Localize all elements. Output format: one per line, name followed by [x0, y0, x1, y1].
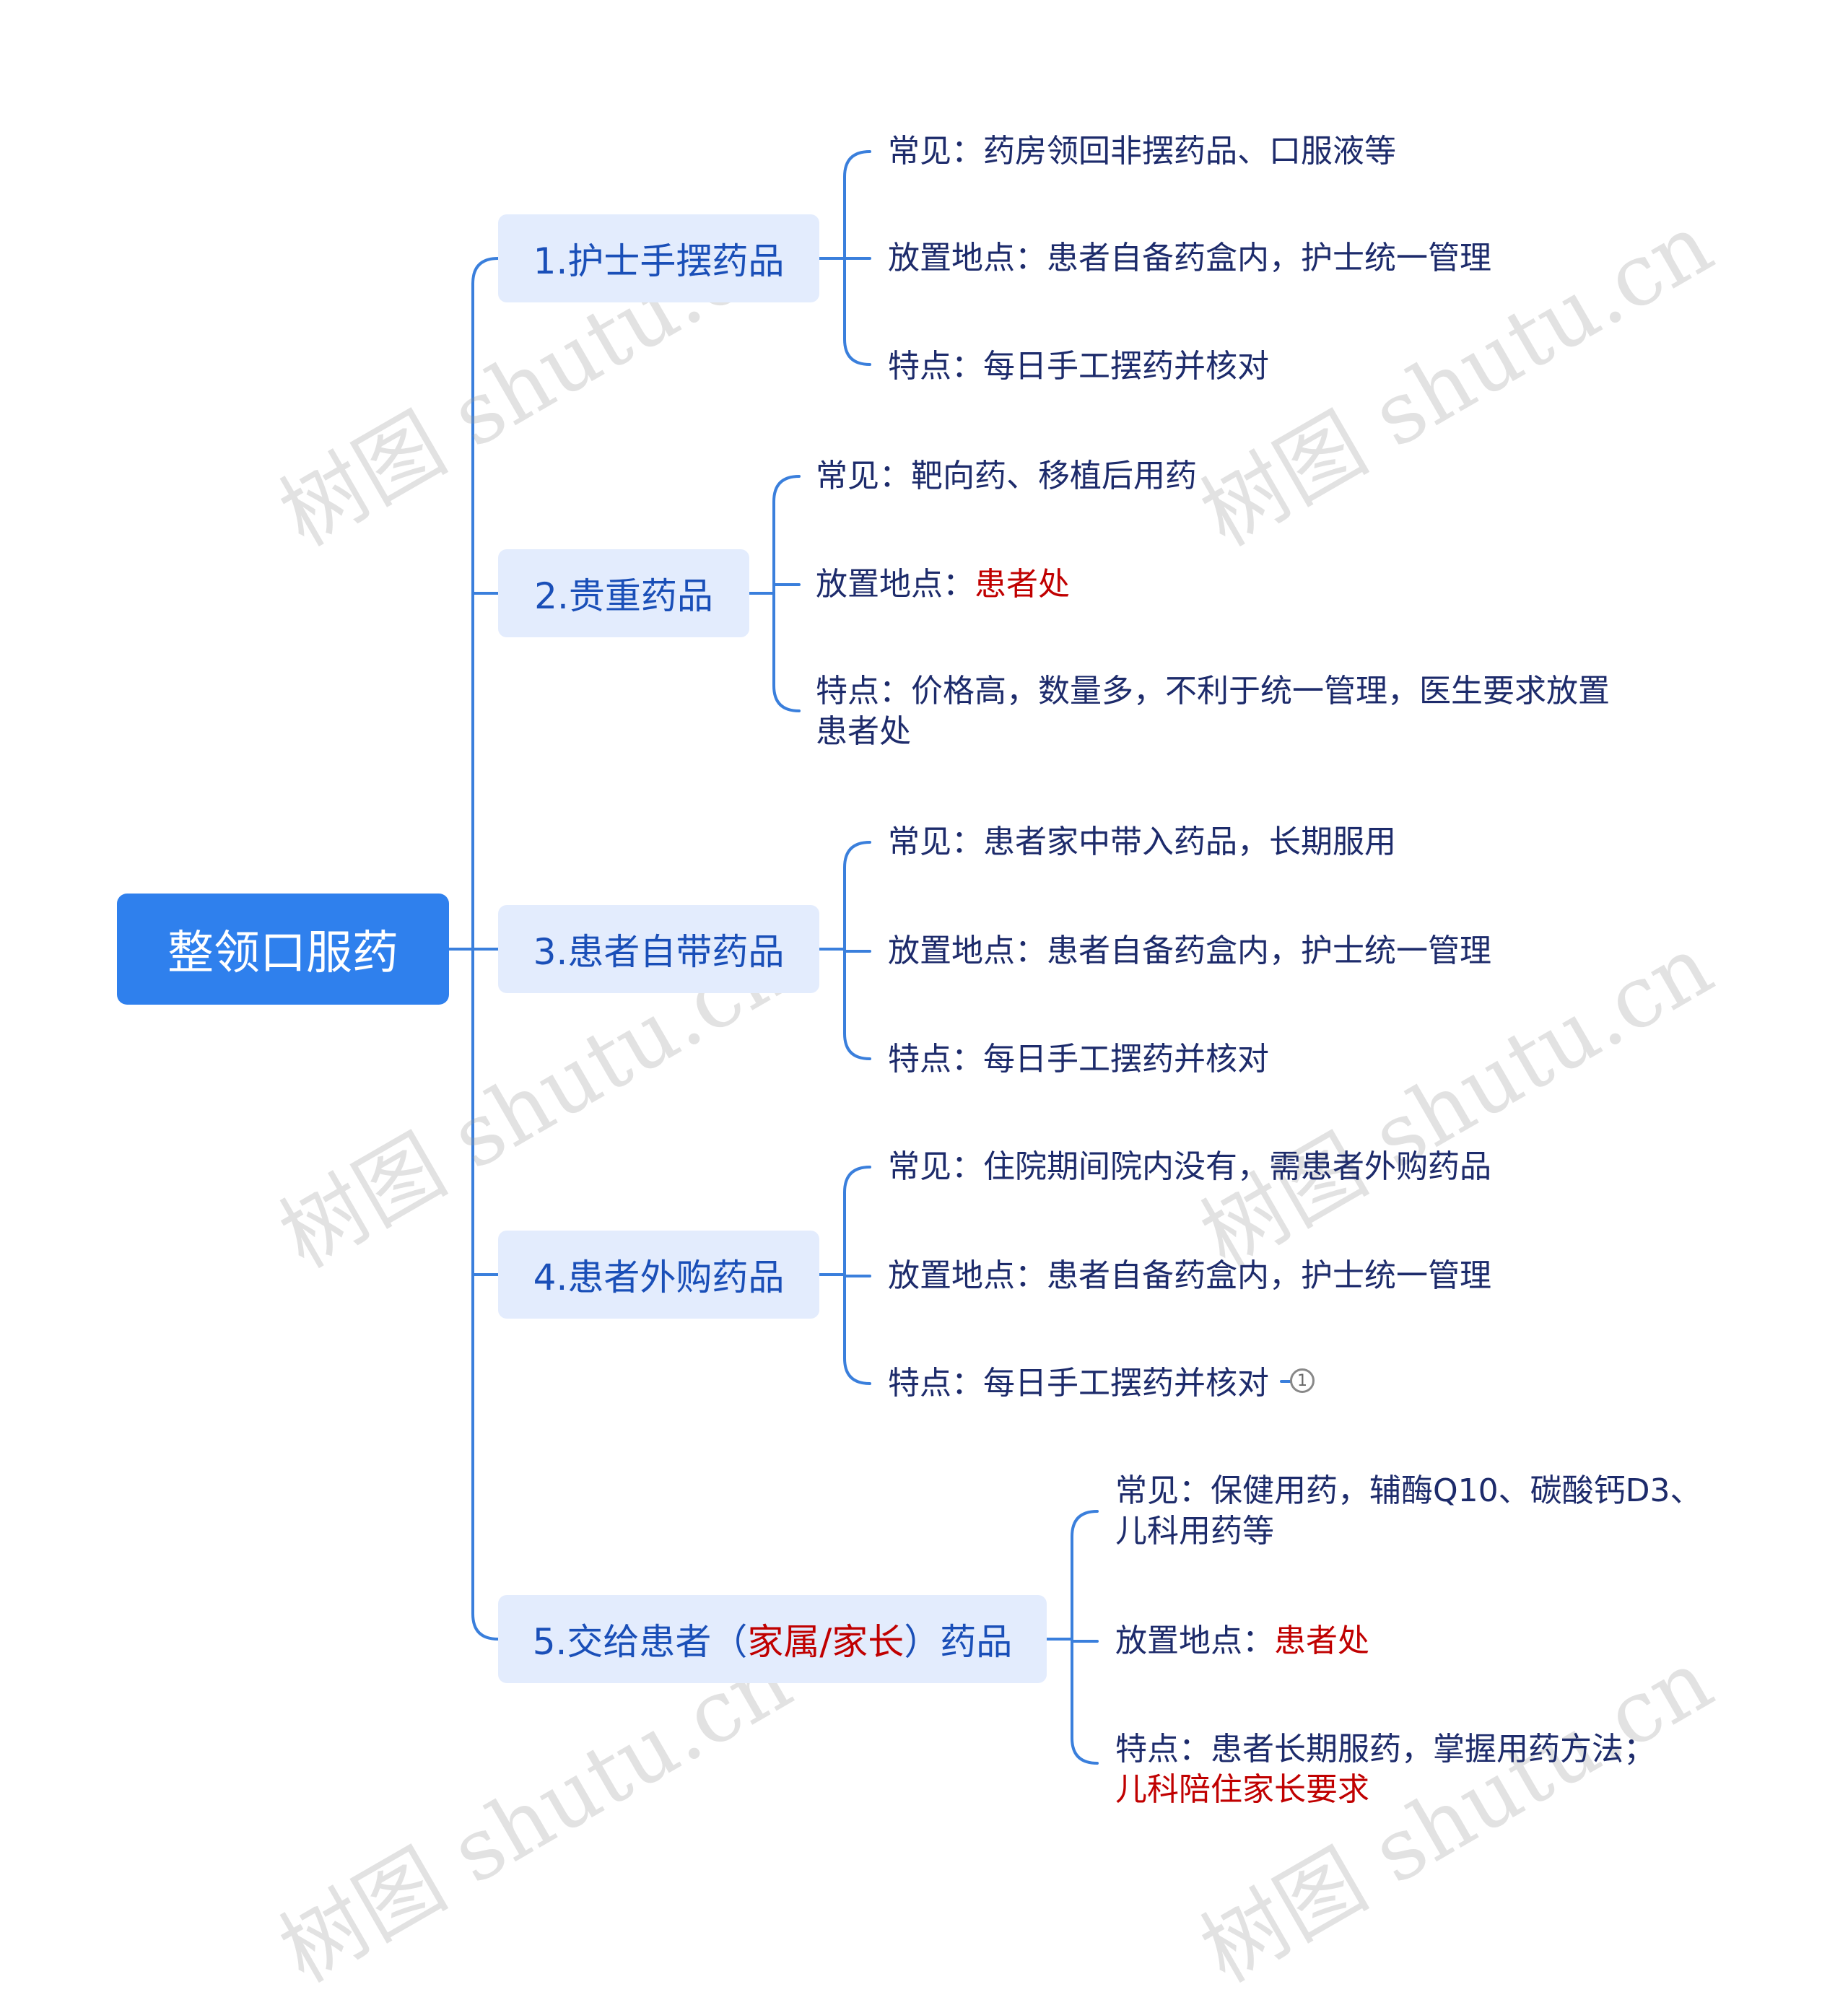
leaf-common[interactable]: 常见：患者家中带入药品，长期服用 — [888, 824, 1396, 860]
leaf-place-label: 放置地点： — [1115, 1622, 1274, 1659]
branch-label-highlight: 家属/家长 — [747, 1621, 905, 1663]
root-node-label: 整领口服药 — [167, 927, 398, 980]
leaf-place[interactable]: 放置地点：患者自备药盒内，护士统一管理 — [888, 932, 1491, 969]
leaf-feature-line1: 特点：患者长期服药，掌握用药方法； — [1115, 1731, 1655, 1768]
branch-node-4[interactable]: 4.患者外购药品 — [498, 1231, 819, 1319]
branch-label: 1.护士手摆药品 — [533, 240, 785, 282]
leaf-place-value: 患者处 — [1274, 1622, 1369, 1659]
leaf-common-line1: 常见：保健用药，辅酶Q10、碳酸钙D3、 — [1115, 1472, 1702, 1509]
branch-label-part2: ）药品 — [904, 1621, 1013, 1663]
branch-node-5[interactable]: 5.交给患者（家属/家长）药品 — [498, 1595, 1047, 1683]
leaf-place[interactable]: 放置地点：患者处 — [816, 564, 1070, 605]
collapse-count-badge[interactable]: 1 — [1290, 1368, 1315, 1393]
leaf-feature[interactable]: 特点：每日手工摆药并核对 — [888, 1365, 1269, 1402]
leaf-place-label: 放置地点： — [816, 566, 975, 603]
connector-lines — [448, 150, 1291, 1765]
root-node[interactable]: 整领口服药 — [117, 894, 449, 1005]
leaf-feature-line2: 儿科陪住家长要求 — [1115, 1771, 1369, 1808]
leaf-feature[interactable]: 特点：患者长期服药，掌握用药方法； 儿科陪住家长要求 — [1115, 1729, 1655, 1810]
branch-node-1[interactable]: 1.护士手摆药品 — [498, 214, 819, 302]
leaf-common[interactable]: 常见：住院期间院内没有，需患者外购药品 — [888, 1148, 1491, 1185]
leaf-feature-line1: 特点：价格高，数量多，不利于统一管理，医生要求放置 — [816, 673, 1610, 709]
leaf-place[interactable]: 放置地点：患者自备药盒内，护士统一管理 — [888, 1257, 1491, 1294]
leaf-place[interactable]: 放置地点：患者处 — [1115, 1621, 1369, 1661]
branch-label: 3.患者自带药品 — [533, 931, 785, 973]
leaf-feature[interactable]: 特点：每日手工摆药并核对 — [888, 1041, 1269, 1078]
branch-node-2[interactable]: 2.贵重药品 — [498, 549, 749, 637]
branch-label-part1: 5.交给患者（ — [532, 1621, 748, 1663]
leaf-feature[interactable]: 特点：每日手工摆药并核对 — [888, 348, 1269, 385]
leaf-common[interactable]: 常见：药房领回非摆药品、口服液等 — [888, 133, 1396, 170]
leaf-place[interactable]: 放置地点：患者自备药盒内，护士统一管理 — [888, 240, 1491, 276]
branch-node-3[interactable]: 3.患者自带药品 — [498, 905, 819, 993]
leaf-common-line2: 儿科用药等 — [1115, 1513, 1274, 1550]
branch-label: 2.贵重药品 — [534, 575, 713, 617]
leaf-place-value: 患者处 — [975, 566, 1070, 603]
leaf-feature-line2: 患者处 — [816, 713, 911, 750]
leaf-common[interactable]: 常见：靶向药、移植后用药 — [816, 458, 1197, 494]
branch-label: 4.患者外购药品 — [533, 1257, 785, 1298]
leaf-feature[interactable]: 特点：价格高，数量多，不利于统一管理，医生要求放置 患者处 — [816, 671, 1610, 752]
leaf-common[interactable]: 常见：保健用药，辅酶Q10、碳酸钙D3、 儿科用药等 — [1115, 1471, 1702, 1552]
